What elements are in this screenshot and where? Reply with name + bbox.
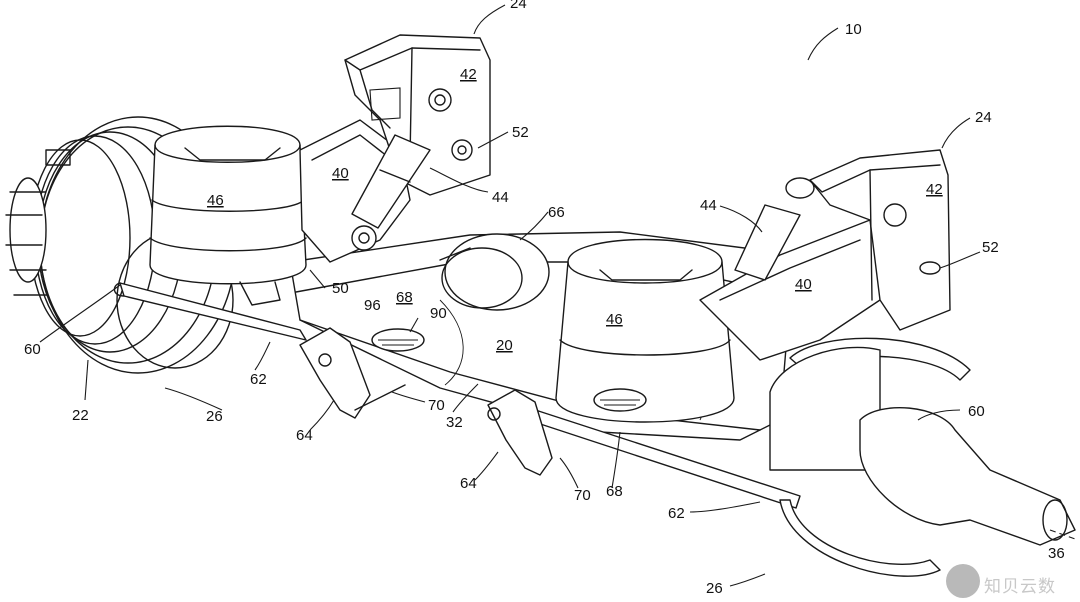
- ref-60-right: 60: [968, 403, 985, 420]
- brake-chamber: [439, 233, 550, 311]
- ref-52-right: 52: [982, 239, 999, 256]
- left-shock-absorber: [351, 134, 431, 251]
- ref-90: 90: [430, 305, 447, 322]
- ref-68-lower: 68: [606, 483, 623, 500]
- watermark: 知贝云数: [946, 564, 1074, 598]
- ref-26-right: 26: [706, 580, 723, 597]
- ref-64-right: 64: [460, 475, 477, 492]
- ref-96: 96: [364, 297, 381, 314]
- left-slack-adjuster: [299, 327, 406, 419]
- ref-42-left: 42: [460, 66, 477, 83]
- ref-44-right: 44: [700, 197, 717, 214]
- ref-40-right: 40: [795, 276, 812, 293]
- ref-26-left: 26: [206, 408, 223, 425]
- right-slack-adjuster: [487, 389, 553, 476]
- ref-42-right: 42: [926, 181, 943, 198]
- ref-44-left: 44: [492, 189, 509, 206]
- ref-60-left: 60: [24, 341, 41, 358]
- left-camshaft: [113, 282, 307, 341]
- ref-24-right: 24: [975, 109, 992, 126]
- left-air-spring: [149, 125, 307, 306]
- right-air-spring: [555, 238, 735, 423]
- ref-50: 50: [332, 280, 349, 297]
- ref-20: 20: [496, 337, 513, 354]
- ref-10: 10: [845, 21, 862, 38]
- ref-68-upper: 68: [396, 289, 413, 306]
- leader-lines: [39, 4, 981, 587]
- ref-32: 32: [446, 414, 463, 431]
- ref-46-left: 46: [207, 192, 224, 209]
- ref-52-left: 52: [512, 124, 529, 141]
- right-hanger-bracket: [809, 149, 951, 331]
- ref-66: 66: [548, 204, 565, 221]
- ref-36: 36: [1048, 545, 1065, 562]
- ref-64-left: 64: [296, 427, 313, 444]
- ref-40-left: 40: [332, 165, 349, 182]
- sensor-patches: [371, 328, 647, 412]
- ref-24-left: 24: [510, 0, 527, 12]
- ref-70-right: 70: [574, 487, 591, 504]
- ref-62-right: 62: [668, 505, 685, 522]
- right-brake-assembly: [769, 337, 1079, 577]
- right-shock-absorber: [734, 177, 815, 281]
- ref-70-left: 70: [428, 397, 445, 414]
- ref-46-right: 46: [606, 311, 623, 328]
- watermark-text: 知贝云数: [984, 577, 1056, 597]
- ref-22: 22: [72, 407, 89, 424]
- reference-numerals: 24 10 42 52 24 40 44 42 46 44 66 52 40 5…: [24, 0, 1065, 597]
- ref-62-left: 62: [250, 371, 267, 388]
- left-trailing-arm: [299, 119, 411, 263]
- circle-logo-icon: [946, 564, 980, 598]
